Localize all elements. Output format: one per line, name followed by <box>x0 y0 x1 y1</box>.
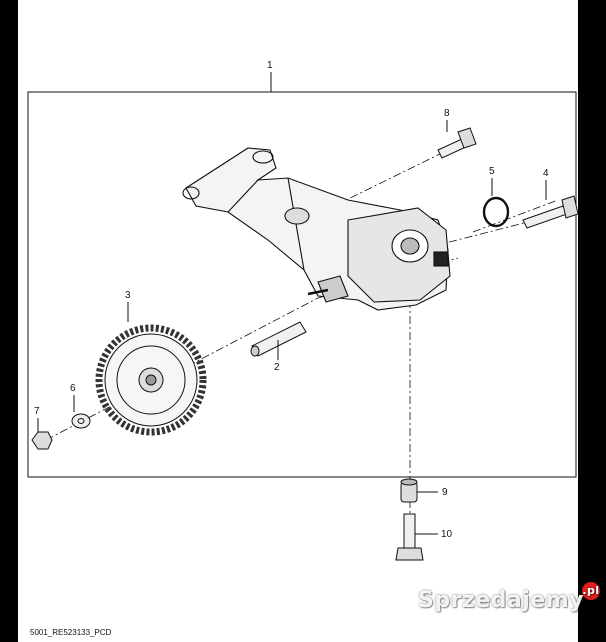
callout-4: 4 <box>543 168 549 179</box>
callout-9: 9 <box>442 487 448 498</box>
callout-5: 5 <box>489 166 495 177</box>
pump-sensor-block <box>433 251 449 267</box>
callout-1: 1 <box>267 60 273 71</box>
oil-pump-assembly <box>182 147 451 311</box>
diagram-sheet: 1 2 3 4 5 6 7 8 9 10 5001_RE523133_PCD <box>18 0 578 642</box>
part-8-bolt <box>437 127 477 159</box>
part-6-washer <box>71 413 91 429</box>
part-10-bolt <box>395 513 424 561</box>
callout-6: 6 <box>70 383 76 394</box>
part-5-o-ring <box>482 196 510 228</box>
exploded-parts-drawing: 1 2 3 4 5 6 7 8 9 10 <box>27 60 578 561</box>
part-9-sleeve <box>400 478 418 503</box>
watermark: Sprzedajemy.pl <box>418 582 600 613</box>
callout-10: 10 <box>441 529 453 540</box>
callout-8: 8 <box>444 108 450 119</box>
callout-7: 7 <box>34 406 40 417</box>
callout-2: 2 <box>274 362 280 373</box>
watermark-suffix: .pl <box>582 582 600 600</box>
part-2-pin <box>250 321 307 357</box>
part-7-nut <box>31 431 53 450</box>
drawing-code: 5001_RE523133_PCD <box>30 628 112 637</box>
watermark-text: Sprzedajemy <box>418 588 584 613</box>
callout-3: 3 <box>125 290 131 301</box>
assembly-frame <box>27 91 577 478</box>
part-3-gear <box>95 324 207 436</box>
part-4-bolt <box>522 195 578 229</box>
